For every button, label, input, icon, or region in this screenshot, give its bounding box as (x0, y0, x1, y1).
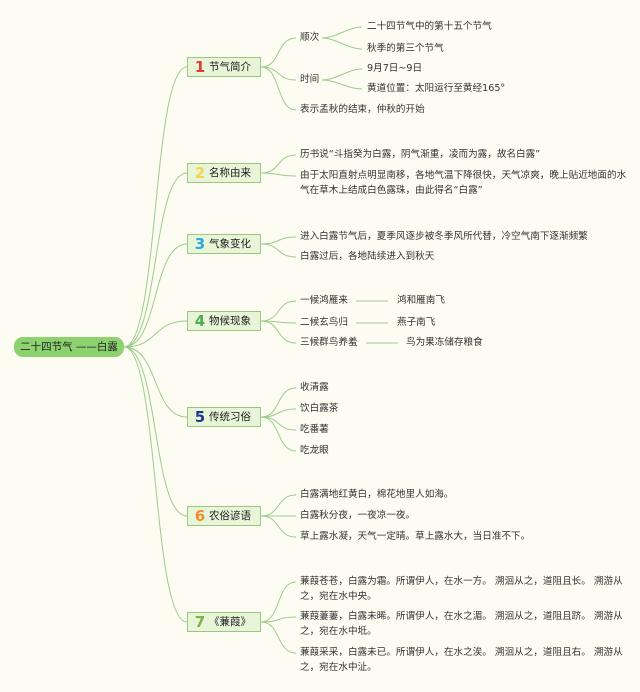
root-to-branch-3-line (123, 243, 188, 348)
b2-item-1: 历书说“斗指癸为白露，阴气渐重，凌而为露，故名白露” (300, 149, 541, 160)
root-to-branch-7-line (123, 346, 188, 623)
b5-item-1: 收清露 (300, 382, 329, 393)
root-node[interactable]: 二十四节气 ——白露 (14, 337, 124, 357)
b5-connector-3-line (260, 416, 297, 431)
b4-pair-3-right: 鸟为果冻储存粮食 (406, 337, 483, 348)
b2-connector-2-line (260, 172, 297, 177)
root-to-branch-1-line (123, 66, 188, 348)
root-to-branch-6-line (123, 346, 188, 517)
b1-shunci-sub-2-line (321, 37, 363, 50)
b5-item-4: 吃龙眼 (300, 445, 329, 456)
branch-7-label: 《蒹葭》 (209, 616, 251, 628)
root-to-branch-2-line (123, 172, 188, 348)
b4-connector-3-line (260, 320, 297, 344)
branch-7-node[interactable]: 7《蒹葭》 (187, 612, 261, 632)
b6-connector-1-line (260, 494, 297, 517)
branch-6-number: 6 (194, 507, 206, 525)
b1-shunci-sub-1-line (321, 26, 363, 39)
b4-pair-1-right: 鸿和雁南飞 (397, 295, 445, 306)
b7-item-2: 蒹葭萋萋，白露未晞。所谓伊人，在水之湄。 溯洄从之，道阻且跻。 溯游从之，宛在水… (300, 611, 623, 637)
b6-item-2: 白露秋分夜，一夜凉一夜。 (300, 510, 416, 521)
b4-pair-1-left: 一候鸿雁来 (300, 295, 348, 306)
b3-connector-2-line (260, 243, 297, 258)
b1-shijian: 时间 (300, 74, 320, 85)
b7-connector-3-line (260, 621, 297, 654)
b1-shijian-child-2: 黄道位置：太阳运行至黄经165° (367, 83, 506, 94)
branch-2-number: 2 (194, 164, 206, 182)
b5-item-2: 饮白露茶 (300, 403, 339, 414)
b1-connector-1-line (260, 37, 297, 68)
b7-item-3: 蒹葭采采，白露未已。所谓伊人，在水之涘。 溯洄从之，道阻且右。 溯游从之，宛在水… (300, 647, 623, 673)
b1-connector-2-line (260, 66, 297, 81)
b3-item-2: 白露过后，各地陆续进入到秋天 (300, 251, 435, 262)
branch-5-label: 传统习俗 (209, 411, 251, 423)
b3-connector-1-line (260, 236, 297, 245)
root-to-branch-4-line (123, 320, 188, 348)
b1-shunci: 顺次 (300, 32, 320, 43)
b7-connector-1-line (260, 581, 297, 623)
branch-6-label: 农俗谚语 (209, 510, 251, 522)
b6-item-3: 草上露水凝，天气一定晴。草上露水大，当日准不下。 (300, 531, 531, 542)
b5-connector-4-line (260, 416, 297, 452)
b2-item-2: 由于太阳直射点明显南移，各地气温下降很快，天气凉爽，晚上贴近地面的水气在草木上结… (300, 170, 627, 196)
root-to-branch-5-line (123, 346, 188, 418)
b5-item-3: 吃番薯 (300, 424, 329, 435)
b7-item-1: 蒹葭苍苍，白露为霜。所谓伊人，在水一方。 溯洄从之，道阻且长。 溯游从之，宛在水… (300, 576, 623, 602)
b4-connector-1-line (260, 300, 297, 322)
b2-connector-1-line (260, 154, 297, 174)
b1-end-autumn: 表示孟秋的结束，仲秋的开始 (300, 104, 425, 115)
b4-pair-3-left: 三候群鸟养羞 (300, 337, 358, 348)
branch-4-label: 物候现象 (209, 315, 251, 327)
b4-pair-2-left: 二候玄鸟归 (300, 317, 348, 328)
b6-item-1: 白露满地红黄白，棉花地里人如海。 (300, 489, 454, 500)
b7-connector-2-line (260, 616, 297, 623)
b3-item-1: 进入白露节气后，夏季风逐步被冬季风所代替，冷空气南下逐渐频繁 (300, 231, 588, 242)
branch-2-label: 名称由来 (209, 167, 251, 179)
b5-connector-1-line (260, 387, 297, 418)
b1-shijian-child-1: 9月7日~9日 (367, 63, 423, 74)
branch-1-label: 节气简介 (209, 61, 251, 73)
b1-shunci-child-2: 秋季的第三个节气 (367, 43, 444, 54)
branch-4-number: 4 (194, 312, 206, 330)
b1-shijian-sub-2-line (321, 79, 363, 90)
branch-3-number: 3 (194, 235, 206, 253)
b6-connector-3-line (260, 515, 297, 538)
b1-connector-3-line (260, 66, 297, 111)
b1-shijian-sub-1-line (321, 68, 363, 81)
branch-5-number: 5 (194, 408, 206, 426)
branch-1-number: 1 (194, 58, 206, 76)
branch-3-label: 气象变化 (209, 238, 251, 250)
b4-pair-2-right: 燕子南飞 (397, 317, 436, 328)
branch-7-number: 7 (194, 613, 206, 631)
b1-shunci-child-1: 二十四节气中的第十五个节气 (367, 21, 492, 32)
